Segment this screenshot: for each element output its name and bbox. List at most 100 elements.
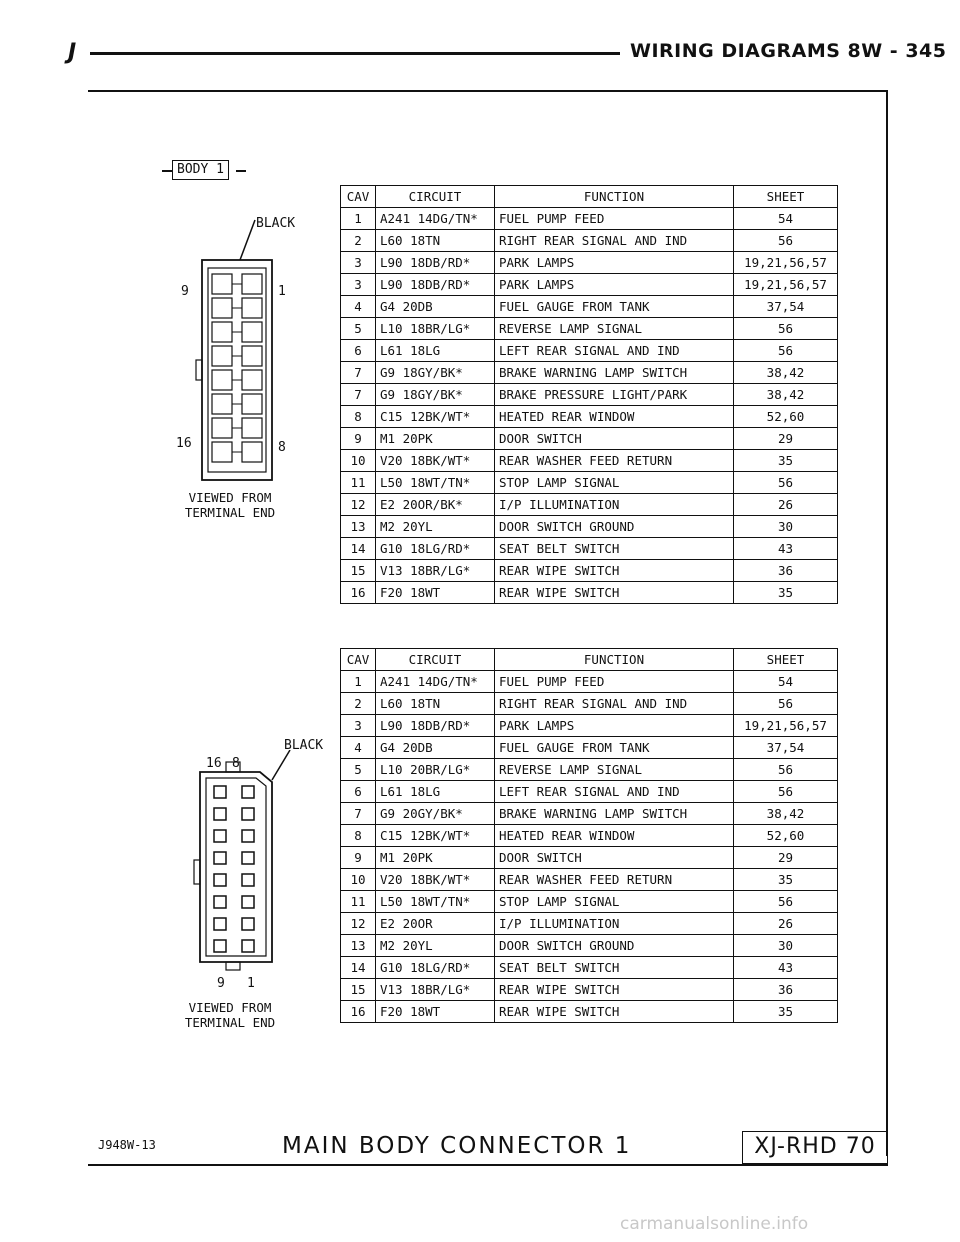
- cavity-cell: 7: [340, 361, 376, 384]
- sheet-cell: 35: [733, 1000, 838, 1023]
- circuit-cell: V13 18BR/LG*: [375, 559, 495, 582]
- connector-1-view-line-1: VIEWED FROM: [188, 490, 272, 505]
- circuit-cell: G4 20DB: [375, 295, 495, 318]
- sheet-cell: 29: [733, 427, 838, 450]
- connector-2-pin-8: 8: [232, 756, 240, 771]
- circuit-cell: V13 18BR/LG*: [375, 978, 495, 1001]
- function-cell: REAR WASHER FEED RETURN: [494, 449, 734, 472]
- circuit-cell: G9 20GY/BK*: [375, 802, 495, 825]
- sheet-cell: 56: [733, 692, 838, 715]
- cavity-cell: 15: [340, 559, 376, 582]
- sheet-cell: 56: [733, 229, 838, 252]
- function-cell: SEAT BELT SWITCH: [494, 537, 734, 560]
- cavity-cell: 16: [340, 581, 376, 604]
- cavity-cell: 16: [340, 1000, 376, 1023]
- cavity-cell: 15: [340, 978, 376, 1001]
- function-cell: HEATED REAR WINDOW: [494, 824, 734, 847]
- sheet-cell: 43: [733, 956, 838, 979]
- column-header-function: FUNCTION: [494, 648, 734, 671]
- function-cell: LEFT REAR SIGNAL AND IND: [494, 339, 734, 362]
- cavity-cell: 10: [340, 868, 376, 891]
- connector-2-pin-16: 16: [206, 756, 222, 771]
- circuit-cell: L90 18DB/RD*: [375, 714, 495, 737]
- connector-1-color-label: BLACK: [256, 216, 296, 231]
- circuit-cell: L61 18LG: [375, 780, 495, 803]
- circuit-cell: C15 12BK/WT*: [375, 824, 495, 847]
- header-title: WIRING DIAGRAMS 8W - 345: [630, 40, 947, 62]
- function-cell: LEFT REAR SIGNAL AND IND: [494, 780, 734, 803]
- cavity-cell: 8: [340, 824, 376, 847]
- connector-2-pin-1: 1: [247, 976, 255, 991]
- sheet-cell: 56: [733, 339, 838, 362]
- function-cell: FUEL GAUGE FROM TANK: [494, 295, 734, 318]
- cavity-cell: 3: [340, 251, 376, 274]
- cavity-cell: 4: [340, 736, 376, 759]
- function-cell: PARK LAMPS: [494, 251, 734, 274]
- sheet-cell: 38,42: [733, 361, 838, 384]
- function-cell: FUEL PUMP FEED: [494, 670, 734, 693]
- column-header-sheet: SHEET: [733, 185, 838, 208]
- sheet-cell: 37,54: [733, 295, 838, 318]
- connector-2-color-label: BLACK: [284, 738, 324, 753]
- figure-reference-box: XJ-RHD 70: [742, 1131, 888, 1164]
- connector-tag: BODY 1: [172, 160, 229, 180]
- cavity-cell: 11: [340, 890, 376, 913]
- circuit-cell: A241 14DG/TN*: [375, 207, 495, 230]
- sheet-cell: 56: [733, 780, 838, 803]
- function-cell: REAR WIPE SWITCH: [494, 1000, 734, 1023]
- sheet-cell: 35: [733, 449, 838, 472]
- connector-2-face-diagram: [193, 750, 291, 971]
- circuit-cell: L10 20BR/LG*: [375, 758, 495, 781]
- cavity-cell: 2: [340, 229, 376, 252]
- circuit-cell: M2 20YL: [375, 934, 495, 957]
- circuit-cell: M2 20YL: [375, 515, 495, 538]
- function-cell: REAR WASHER FEED RETURN: [494, 868, 734, 891]
- circuit-cell: G9 18GY/BK*: [375, 383, 495, 406]
- sheet-cell: 30: [733, 515, 838, 538]
- cavity-cell: 13: [340, 515, 376, 538]
- function-cell: DOOR SWITCH GROUND: [494, 934, 734, 957]
- sheet-cell: 19,21,56,57: [733, 273, 838, 296]
- sheet-cell: 38,42: [733, 383, 838, 406]
- function-cell: BRAKE WARNING LAMP SWITCH: [494, 361, 734, 384]
- circuit-cell: G4 20DB: [375, 736, 495, 759]
- connector-2-view-label: VIEWED FROM TERMINAL END: [170, 1000, 290, 1030]
- cavity-cell: 14: [340, 956, 376, 979]
- sheet-cell: 29: [733, 846, 838, 869]
- function-cell: REAR WIPE SWITCH: [494, 978, 734, 1001]
- sheet-cell: 56: [733, 317, 838, 340]
- function-cell: DOOR SWITCH: [494, 427, 734, 450]
- connector-1-pin-9: 9: [181, 284, 189, 299]
- circuit-cell: C15 12BK/WT*: [375, 405, 495, 428]
- circuit-cell: G9 18GY/BK*: [375, 361, 495, 384]
- circuit-cell: E2 20OR: [375, 912, 495, 935]
- sheet-cell: 54: [733, 207, 838, 230]
- cavity-cell: 12: [340, 912, 376, 935]
- cavity-cell: 6: [340, 339, 376, 362]
- sheet-cell: 56: [733, 758, 838, 781]
- sheet-cell: 54: [733, 670, 838, 693]
- sheet-cell: 36: [733, 978, 838, 1001]
- circuit-cell: A241 14DG/TN*: [375, 670, 495, 693]
- sheet-cell: 35: [733, 868, 838, 891]
- sheet-cell: 35: [733, 581, 838, 604]
- cavity-cell: 13: [340, 934, 376, 957]
